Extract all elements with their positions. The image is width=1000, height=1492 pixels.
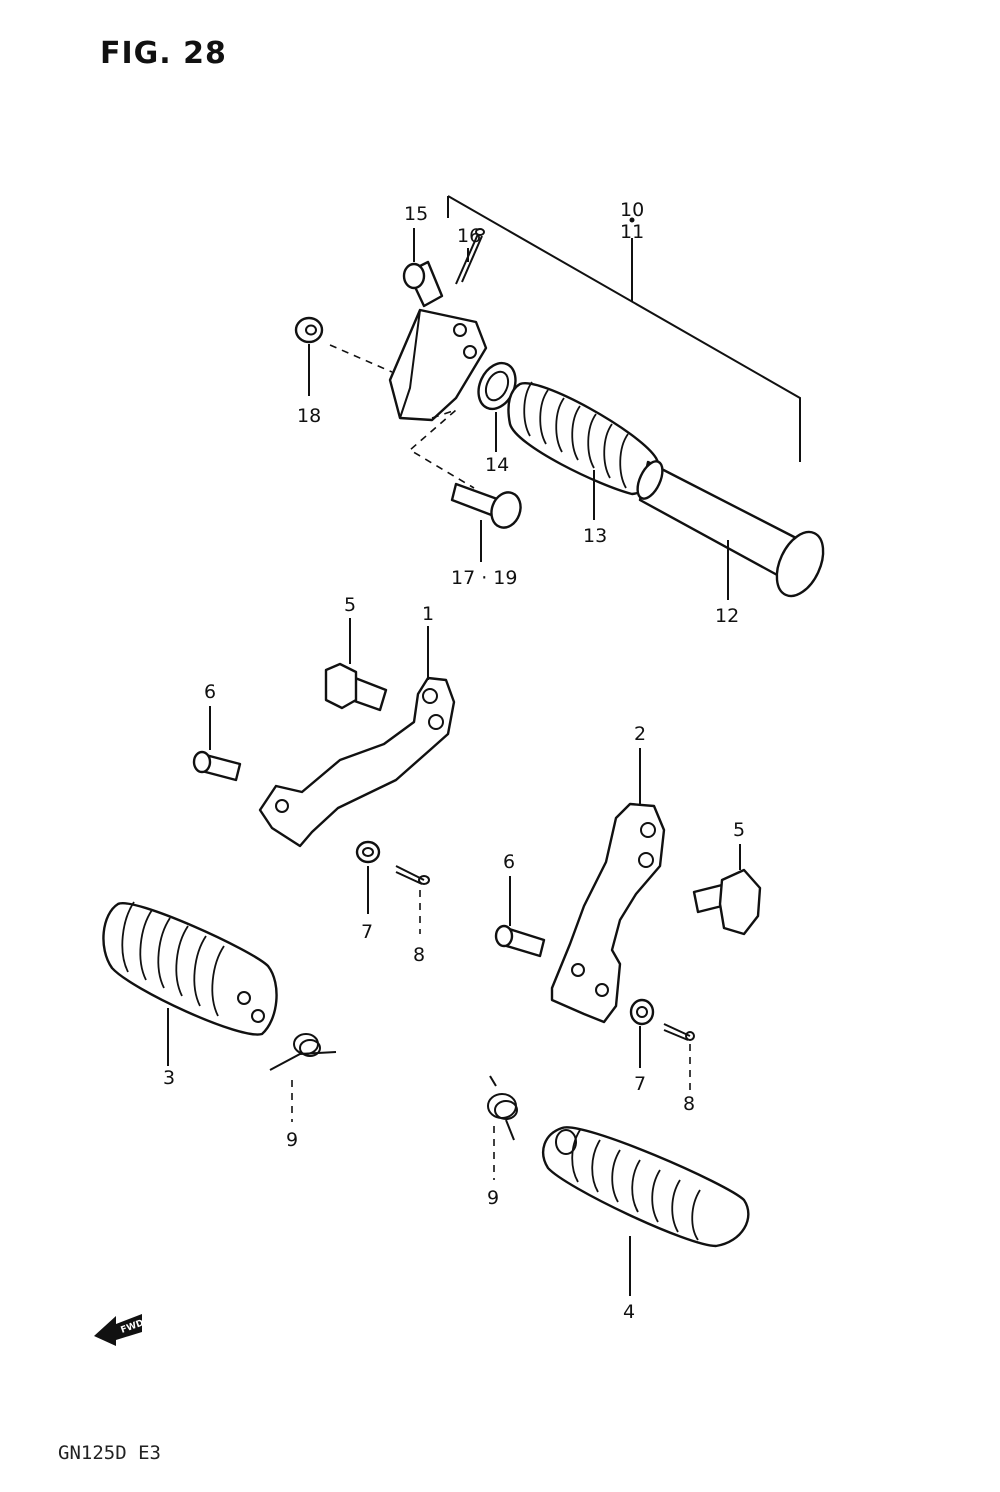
part-5-bolt-left[interactable] (324, 662, 388, 712)
label-9-left: 9 (286, 1129, 298, 1151)
part-2-footrest-bracket-right[interactable] (550, 802, 666, 1024)
part-7-washer-right[interactable] (629, 998, 655, 1026)
part-8-cotter-left[interactable] (395, 865, 430, 885)
label-7-left: 7 (361, 921, 373, 943)
rear-footrest-assembly (294, 195, 832, 604)
part-12-footrest-shaft[interactable] (632, 458, 832, 604)
label-2: 2 (634, 723, 646, 745)
part-18-nut[interactable] (294, 316, 324, 344)
part-4-footrest-right[interactable] (542, 1126, 750, 1248)
part-13-footrest-rubber[interactable] (507, 381, 660, 496)
part-14-washer[interactable] (471, 357, 522, 415)
part-number-labels: 15 16 10 11 18 14 13 17 · 19 12 5 1 6 2 … (163, 199, 745, 1323)
label-15: 15 (404, 203, 428, 225)
part-1-footrest-bracket-left[interactable] (258, 676, 456, 848)
label-10: 10 (620, 199, 644, 221)
label-1: 1 (422, 603, 434, 625)
label-4: 4 (623, 1301, 635, 1323)
part-9-spring-left[interactable] (269, 1033, 337, 1071)
assembly-bracket-line (447, 195, 801, 462)
part-7-washer-left[interactable] (355, 840, 381, 864)
label-16: 16 (457, 225, 481, 247)
label-7-right: 7 (634, 1073, 646, 1095)
leader-dot-10 (629, 217, 635, 223)
right-front-footrest (487, 748, 762, 1296)
label-14: 14 (485, 454, 509, 476)
figure-title: FIG. 28 (100, 36, 227, 71)
label-3: 3 (163, 1067, 175, 1089)
forward-direction-arrow: FWD (94, 1314, 145, 1346)
label-5-right: 5 (733, 819, 745, 841)
label-9-right: 9 (487, 1187, 499, 1209)
part-17-19-bolt[interactable] (450, 482, 525, 532)
label-11: 11 (620, 221, 644, 243)
label-18: 18 (297, 405, 321, 427)
dash-bracket-bolt (408, 409, 475, 489)
part-8-cotter-right[interactable] (663, 1023, 695, 1041)
part-15-pin[interactable] (402, 260, 444, 308)
dash-18-bracket (329, 344, 393, 373)
left-front-footrest (102, 618, 456, 1122)
label-8-right: 8 (683, 1093, 695, 1115)
label-17-19: 17 · 19 (451, 567, 517, 589)
part-6-pin-right[interactable] (494, 924, 546, 958)
label-6-right: 6 (503, 851, 515, 873)
part-9-spring-right[interactable] (487, 1075, 518, 1141)
label-13: 13 (583, 525, 607, 547)
label-6-left: 6 (204, 681, 216, 703)
label-12: 12 (715, 605, 739, 627)
part-6-pin-left[interactable] (192, 750, 242, 782)
part-5-bolt-right[interactable] (692, 868, 762, 936)
label-5-left: 5 (344, 594, 356, 616)
model-code: GN125D E3 (58, 1442, 161, 1464)
rear-footrest-bracket[interactable] (388, 308, 488, 422)
part-3-footrest-left[interactable] (102, 901, 278, 1036)
label-8-left: 8 (413, 944, 425, 966)
